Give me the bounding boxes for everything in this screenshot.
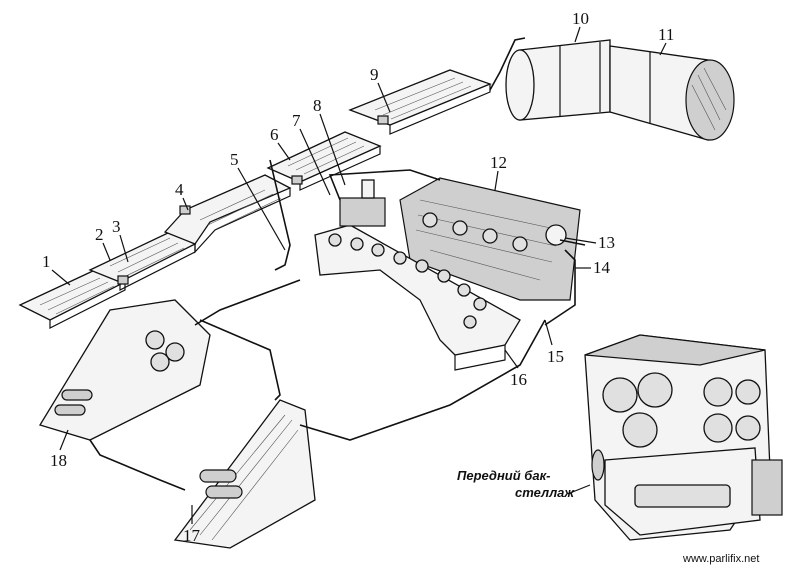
callout-15: 15	[547, 347, 564, 366]
curved-ammo-tank	[314, 179, 521, 371]
callout-6: 6	[270, 125, 279, 144]
fender-tank-chain	[18, 69, 492, 329]
callout-9: 9	[370, 65, 379, 84]
front-tank-rack-inset	[584, 334, 783, 541]
inset-caption-line-1: Передний бак-	[457, 468, 551, 483]
callout-17: 17	[183, 526, 201, 545]
callout-5: 5	[230, 150, 239, 169]
fuel-lines	[89, 37, 586, 491]
callout-1: 1	[42, 252, 51, 271]
rear-barrel-tanks	[505, 39, 735, 141]
inset-caption-line-2: стеллаж	[515, 485, 575, 500]
callout-14: 14	[593, 258, 611, 277]
callout-10: 10	[572, 9, 589, 28]
front-left-tank	[39, 299, 211, 441]
callout-3: 3	[112, 217, 121, 236]
callout-18: 18	[50, 451, 67, 470]
inset-caption-leader	[569, 484, 591, 494]
callout-4: 4	[175, 180, 184, 199]
callout-7: 7	[292, 111, 301, 130]
callout-8: 8	[313, 96, 322, 115]
callout-16: 16	[510, 370, 527, 389]
callout-2: 2	[95, 225, 104, 244]
callout-11: 11	[658, 25, 674, 44]
front-right-tank	[173, 399, 316, 549]
callout-12: 12	[490, 153, 507, 172]
callout-13: 13	[598, 233, 615, 252]
watermark-text: www.parlifix.net	[682, 553, 759, 565]
callout-numbers: 1 2 3 4 5 6 7 8 9 10 11 12 13 14 15 16 1…	[42, 9, 674, 545]
